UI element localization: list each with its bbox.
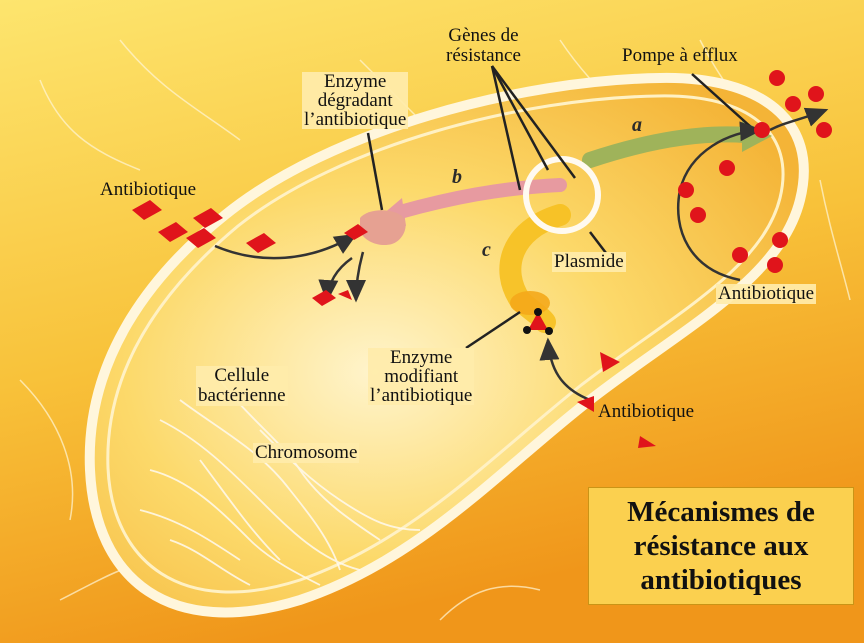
modifying-enzyme — [510, 291, 550, 315]
pathway-letter-b: b — [452, 166, 462, 188]
label-degrading-enzyme: Enzyme dégradant l’antibiotique — [302, 72, 408, 129]
title-box: Mécanismes de résistance aux antibiotiqu… — [588, 487, 854, 605]
label-bacterial-cell: Cellule bactérienne — [196, 366, 288, 406]
label-efflux-pump: Pompe à efflux — [622, 46, 738, 66]
diagram-title: Mécanismes de résistance aux antibiotiqu… — [627, 495, 815, 597]
label-resistance-genes: Gènes de résistance — [446, 26, 521, 66]
pathway-letter-a: a — [632, 114, 642, 136]
label-modifying-enzyme: Enzyme modifiant l’antibiotique — [368, 348, 474, 405]
label-antibiotic-bottom: Antibiotique — [598, 402, 694, 422]
pathway-letter-c: c — [482, 239, 491, 261]
label-antibiotic-left: Antibiotique — [100, 180, 196, 200]
label-plasmid: Plasmide — [552, 252, 626, 272]
label-chromosome: Chromosome — [253, 443, 359, 463]
label-antibiotic-right: Antibiotique — [716, 284, 816, 304]
